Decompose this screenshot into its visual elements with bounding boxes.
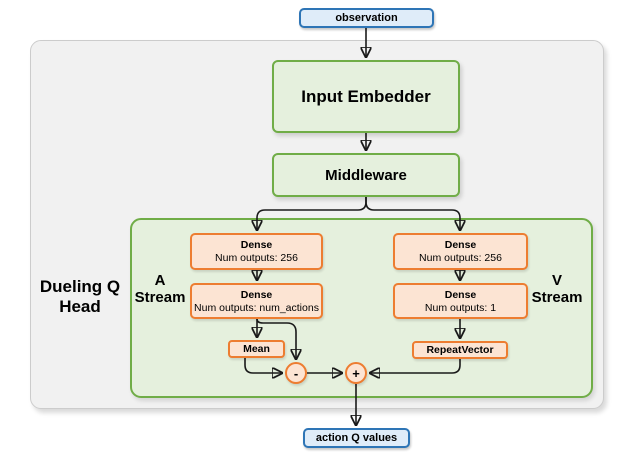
a-dense-1-title: Dense [240,239,273,251]
v-stream-label-line1: V [551,272,562,289]
v-dense-2-num-outputs: Num outputs: 1 [424,301,497,314]
a-stream-label: A Stream [130,272,190,306]
v-stream-label-line2: Stream [531,289,583,306]
plus-operator-symbol: + [352,365,360,381]
v-stream-dense-2-node: Dense Num outputs: 1 [393,283,528,319]
a-dense-2-num-outputs: Num outputs: num_actions [194,301,319,314]
minus-operator-symbol: - [293,365,299,381]
action-q-values-node: action Q values [303,428,410,448]
dueling-q-head-label-line1: Dueling Q [39,277,121,296]
middleware-node: Middleware [272,153,460,197]
observation-node: observation [299,8,434,28]
v-stream-label: V Stream [527,272,587,306]
action-q-values-label: action Q values [315,432,398,444]
dueling-q-head-label: Dueling Q Head [28,277,132,317]
repeat-vector-node: RepeatVector [412,341,508,359]
v-dense-2-title: Dense [444,288,477,301]
v-dense-1-num-outputs: Num outputs: 256 [419,252,502,264]
a-dense-2-title: Dense [240,288,273,301]
minus-operator: - [285,362,307,384]
mean-node: Mean [228,340,285,358]
v-stream-dense-1-node: Dense Num outputs: 256 [393,233,528,270]
v-dense-1-title: Dense [444,239,477,251]
plus-operator: + [345,362,367,384]
repeat-vector-label: RepeatVector [426,344,494,356]
mean-label: Mean [243,343,270,355]
input-embedder-label: Input Embedder [301,86,431,106]
a-stream-label-line2: Stream [134,289,186,306]
a-stream-dense-1-node: Dense Num outputs: 256 [190,233,323,270]
observation-label: observation [335,12,398,24]
middleware-label: Middleware [325,166,407,184]
dueling-q-head-label-line2: Head [59,297,101,316]
a-stream-label-line1: A [154,272,166,289]
a-stream-dense-2-node: Dense Num outputs: num_actions [190,283,323,319]
a-dense-1-num-outputs: Num outputs: 256 [215,252,298,264]
input-embedder-node: Input Embedder [272,60,460,133]
